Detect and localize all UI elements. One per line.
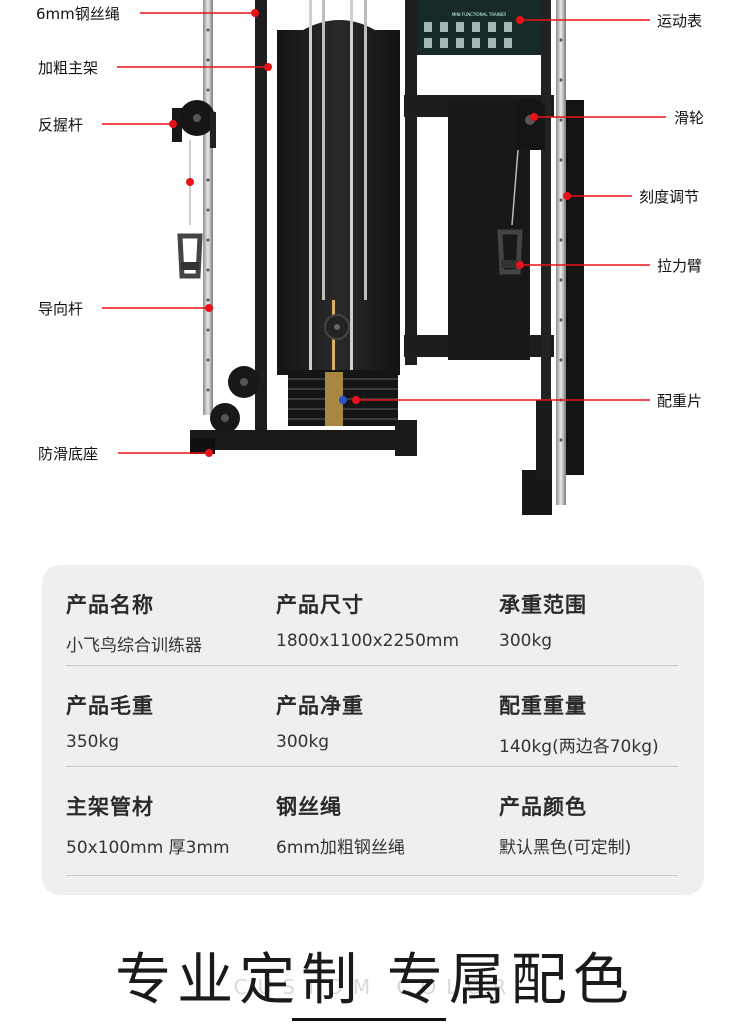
- right-handle: [497, 229, 523, 275]
- callout-cable: 6mm钢丝绳: [36, 5, 120, 23]
- spec-title: 主架管材: [66, 795, 154, 819]
- spec-title: 产品净重: [276, 694, 364, 718]
- spec-value: 140kg(两边各70kg): [499, 737, 659, 757]
- spec-title: 产品尺寸: [276, 593, 364, 617]
- right-upright: [541, 0, 551, 505]
- spec-title: 配重重量: [499, 694, 587, 718]
- callout-pulley: 滑轮: [674, 109, 705, 127]
- spec-title: 产品颜色: [499, 795, 587, 819]
- spec-value: 小飞鸟综合训练器: [66, 636, 202, 656]
- spec-counterweight: 配重重量 140kg(两边各70kg): [499, 690, 659, 757]
- spec-value: 350kg: [66, 732, 120, 752]
- spec-divider: [66, 875, 678, 876]
- spec-value: 300kg: [276, 732, 330, 752]
- slogan-underline: [292, 1018, 446, 1021]
- callout-reverse-grip: 反握杆: [38, 116, 84, 134]
- callout-scale-adjust: 刻度调节: [639, 188, 700, 206]
- left-guide-rod: [203, 0, 213, 415]
- spec-value: 50x100mm 厚3mm: [66, 838, 230, 858]
- spec-value: 1800x1100x2250mm: [276, 631, 460, 651]
- chart-title: MINI FUNCTIONAL TRAINER: [452, 12, 507, 17]
- spec-load-range: 承重范围 300kg: [499, 589, 587, 651]
- spec-divider: [66, 665, 678, 666]
- callout-pull-arm: 拉力臂: [657, 257, 703, 275]
- slogan-ghost: CUSTOM COLOR: [233, 975, 517, 999]
- spec-title: 产品毛重: [66, 694, 154, 718]
- spec-value: 6mm加粗钢丝绳: [276, 838, 405, 858]
- spec-value: 默认黑色(可定制): [499, 838, 632, 858]
- spec-cable: 钢丝绳 6mm加粗钢丝绳: [276, 791, 405, 858]
- spec-divider: [66, 766, 678, 767]
- spec-card: 产品名称 小飞鸟综合训练器 产品尺寸 1800x1100x2250mm 承重范围…: [42, 565, 704, 895]
- spec-color: 产品颜色 默认黑色(可定制): [499, 791, 631, 858]
- functional-trainer-illustration: MINI FUNCTIONAL TRAINER: [102, 0, 666, 515]
- spec-product-name: 产品名称 小飞鸟综合训练器: [66, 589, 202, 656]
- left-rod-holes: [206, 28, 210, 392]
- left-upright: [255, 0, 267, 440]
- right-scale-rod: [556, 0, 566, 505]
- base-frame: [190, 430, 415, 450]
- callout-exercise-chart: 运动表: [657, 12, 703, 30]
- slogan-heading: 专业定制 专属配色: [115, 948, 635, 1013]
- spec-title: 承重范围: [499, 593, 587, 617]
- callout-weight-plate: 配重片: [657, 392, 703, 410]
- spec-product-size: 产品尺寸 1800x1100x2250mm: [276, 589, 459, 651]
- spec-net-weight: 产品净重 300kg: [276, 690, 364, 752]
- weight-plates: [288, 370, 398, 426]
- callout-lines: [102, 9, 666, 457]
- callout-frame: 加粗主架: [38, 59, 99, 77]
- product-diagram: MINI FUNCTIONAL TRAINER: [36, 0, 705, 515]
- spec-gross-weight: 产品毛重 350kg: [66, 690, 154, 752]
- spec-title: 钢丝绳: [276, 795, 342, 819]
- spec-value: 300kg: [499, 631, 553, 651]
- spec-title: 产品名称: [66, 593, 154, 617]
- callout-guide-rod: 导向杆: [38, 300, 84, 318]
- weight-stack-shroud: [277, 20, 400, 375]
- callout-base: 防滑底座: [38, 445, 99, 463]
- spec-frame-tube: 主架管材 50x100mm 厚3mm: [66, 791, 230, 858]
